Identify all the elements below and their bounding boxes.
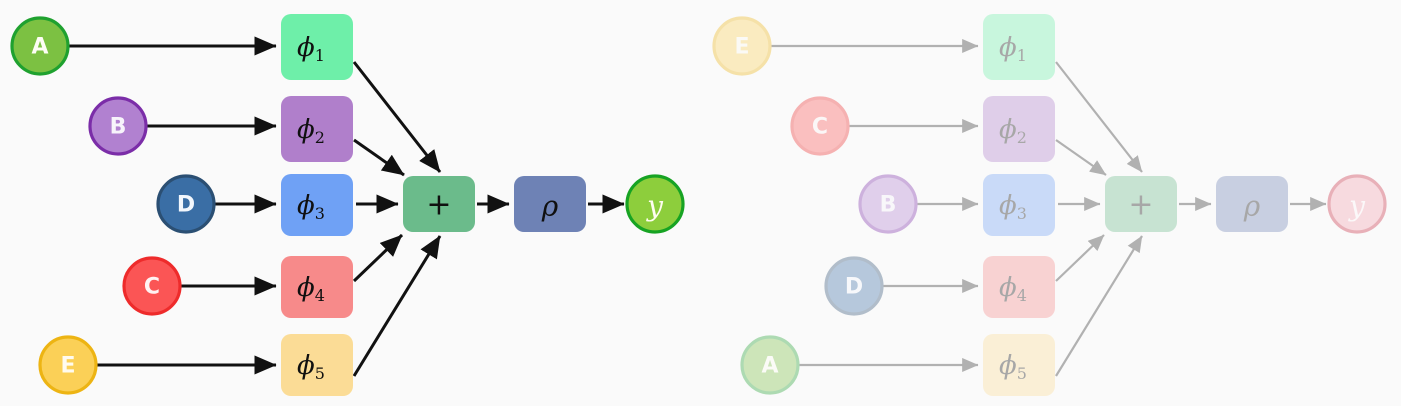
input-label: B [880,193,897,218]
feature-node-phi5[interactable]: ϕ5 [281,334,353,396]
input-node-D[interactable]: D [824,256,884,316]
aggregator-box[interactable] [403,176,475,232]
input-label: E [734,35,749,60]
feature-box[interactable] [281,174,353,236]
transform-label: ρ [541,190,559,223]
edge-feature-to-aggregator [1055,235,1143,377]
output-circle[interactable] [625,174,685,234]
transform-box[interactable] [514,176,586,232]
input-node-B[interactable]: B [88,96,148,156]
feature-node-phi3[interactable]: ϕ3 [983,174,1055,236]
input-circle[interactable] [38,335,98,395]
transform-box[interactable] [1216,176,1288,232]
feature-node-phi1[interactable]: ϕ1 [281,14,353,80]
input-label: A [761,354,778,379]
input-circle[interactable] [740,335,800,395]
feature-box[interactable] [281,334,353,396]
feature-box[interactable] [281,14,353,80]
feature-node-phi4[interactable]: ϕ4 [281,256,353,318]
aggregator-node[interactable]: + [1105,176,1177,232]
feature-node-phi2[interactable]: ϕ2 [281,96,353,162]
feature-node-phi4[interactable]: ϕ4 [983,256,1055,318]
edge-feature-to-aggregator [352,233,404,283]
input-node-E[interactable]: E [712,16,772,76]
edge-feature-to-aggregator [353,138,405,177]
output-node-y[interactable]: y [625,174,685,234]
edge-feature-to-aggregator [1055,61,1143,173]
aggregator-label: + [1128,188,1153,223]
input-label: C [144,275,160,300]
transform-node[interactable]: ρ [1216,176,1288,232]
input-circle[interactable] [858,174,918,234]
feature-label: ϕ5 [297,351,325,383]
feature-node-phi3[interactable]: ϕ3 [281,174,353,236]
input-circle[interactable] [10,16,70,76]
input-label: B [110,115,127,140]
input-label: D [845,275,863,300]
input-circle[interactable] [790,96,850,156]
feature-box[interactable] [983,14,1055,80]
feature-box[interactable] [983,334,1055,396]
input-label: D [177,193,195,218]
input-node-A[interactable]: A [740,335,800,395]
output-node-y[interactable]: y [1327,174,1387,234]
feature-node-phi5[interactable]: ϕ5 [983,334,1055,396]
edge-feature-to-aggregator [352,61,442,173]
input-node-C[interactable]: C [122,256,182,316]
transform-node[interactable]: ρ [514,176,586,232]
feature-box[interactable] [281,96,353,162]
feature-node-phi1[interactable]: ϕ1 [983,14,1055,80]
input-circle[interactable] [156,174,216,234]
input-circle[interactable] [88,96,148,156]
input-node-E[interactable]: E [38,335,98,395]
primary-computation-graph: ϕ1 ϕ2 ϕ3 ϕ4 ϕ5 + ρ A B D C Ey [10,14,685,396]
feature-box[interactable] [983,174,1055,236]
output-label: y [645,190,664,223]
edge-feature-to-aggregator [1055,139,1107,176]
input-circle[interactable] [824,256,884,316]
output-label: y [1347,190,1366,223]
input-node-D[interactable]: D [156,174,216,234]
feature-box[interactable] [983,256,1055,318]
input-label: E [60,354,75,379]
edge-feature-to-aggregator [1055,234,1105,282]
input-label: C [812,115,828,140]
transform-label: ρ [1243,190,1261,223]
aggregator-label: + [426,188,451,223]
output-circle[interactable] [1327,174,1387,234]
feature-box[interactable] [281,256,353,318]
input-node-C[interactable]: C [790,96,850,156]
faded-computation-graph: ϕ1 ϕ2 ϕ3 ϕ4 ϕ5 + ρ E C B D Ay [712,14,1387,396]
feature-box[interactable] [983,96,1055,162]
feature-node-phi2[interactable]: ϕ2 [983,96,1055,162]
input-circle[interactable] [712,16,772,76]
aggregator-node[interactable]: + [403,176,475,232]
input-node-A[interactable]: A [10,16,70,76]
aggregator-box[interactable] [1105,176,1177,232]
input-label: A [31,35,48,60]
edge-feature-to-aggregator [352,235,442,377]
input-node-B[interactable]: B [858,174,918,234]
input-circle[interactable] [122,256,182,316]
